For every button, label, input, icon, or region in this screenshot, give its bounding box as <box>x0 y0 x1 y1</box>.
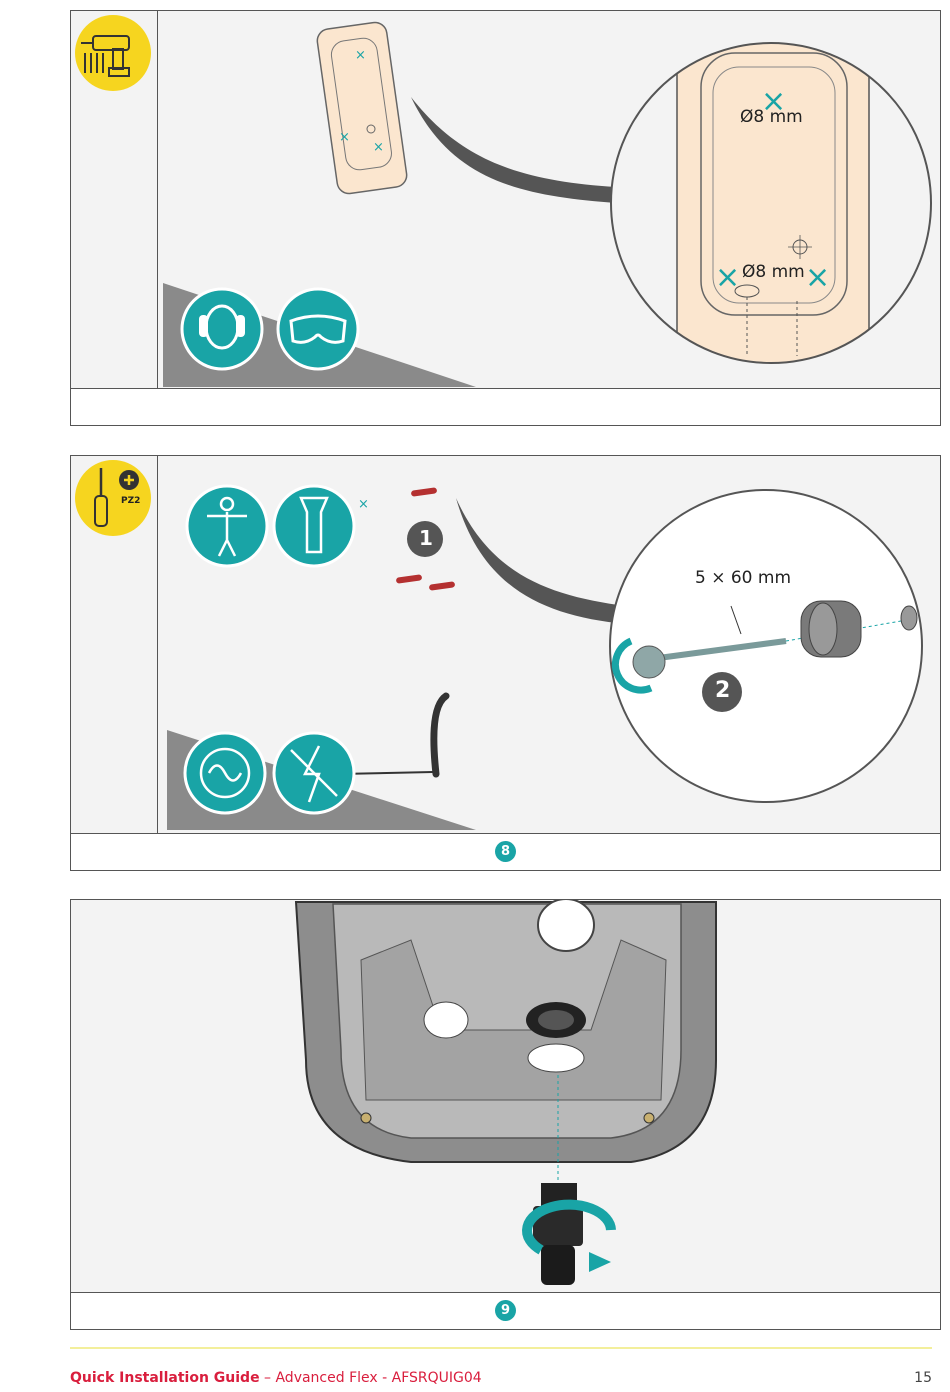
screwdriver-tool-icon <box>75 460 151 536</box>
step-2-number: 2 <box>715 678 731 703</box>
step-panel-fix-screws: × <box>70 455 941 871</box>
drill-tool-icon <box>75 15 151 91</box>
svg-text:×: × <box>761 84 786 119</box>
safety-goggles-icon <box>276 287 360 371</box>
svg-text:×: × <box>355 48 366 63</box>
panel-caption-bar: 8 <box>71 833 940 870</box>
bit-type-label: PZ2 <box>121 496 141 506</box>
panel-caption-bar: 9 <box>71 1292 940 1329</box>
svg-text:×: × <box>358 497 369 512</box>
rotate-arrow-icon <box>522 1199 616 1272</box>
step-1-marker <box>407 521 443 557</box>
step-panel-drill: × × × <box>70 10 941 426</box>
footer-rule <box>70 1347 932 1349</box>
guide-subtitle: – Advanced Flex - AFSRQUIG04 <box>259 1370 482 1386</box>
svg-text:×: × <box>715 260 740 295</box>
cable-gland <box>533 1183 583 1285</box>
tool-column <box>71 11 158 389</box>
page-number: 15 <box>914 1370 932 1386</box>
step-panel-cable-gland: 9 <box>70 899 941 1330</box>
guide-title: Quick Installation Guide <box>70 1370 260 1386</box>
screw-size-label: 5 × 60 mm <box>695 568 792 588</box>
wall-plug-icon <box>272 484 356 568</box>
hole-diameter-top-label: Ø8 mm <box>740 107 803 127</box>
safe-distance-icon <box>185 484 269 568</box>
panel-caption-bar <box>71 388 940 425</box>
footer-title: Quick Installation Guide – Advanced Flex… <box>70 1370 482 1386</box>
svg-text:×: × <box>339 130 350 145</box>
ear-protection-icon <box>180 287 264 371</box>
ac-power-icon <box>183 731 267 815</box>
svg-text:×: × <box>805 260 830 295</box>
screw-zoom-callout <box>609 489 923 803</box>
svg-text:×: × <box>373 140 384 155</box>
step-number-badge: 9 <box>495 1300 516 1321</box>
step-1-number: 1 <box>419 526 433 550</box>
template-zoom-callout: × × × <box>610 42 932 364</box>
power-off-icon <box>272 731 356 815</box>
drilling-template: × × × <box>316 21 408 195</box>
hole-diameter-bottom-label: Ø8 mm <box>742 262 805 282</box>
step-number-badge: 8 <box>495 841 516 862</box>
tool-column <box>71 456 158 834</box>
charger-base-illustration <box>294 900 717 1285</box>
wall-plugs <box>396 487 455 591</box>
screw-illustration: × <box>75 460 923 830</box>
drill-illustration: × × × <box>75 15 932 387</box>
